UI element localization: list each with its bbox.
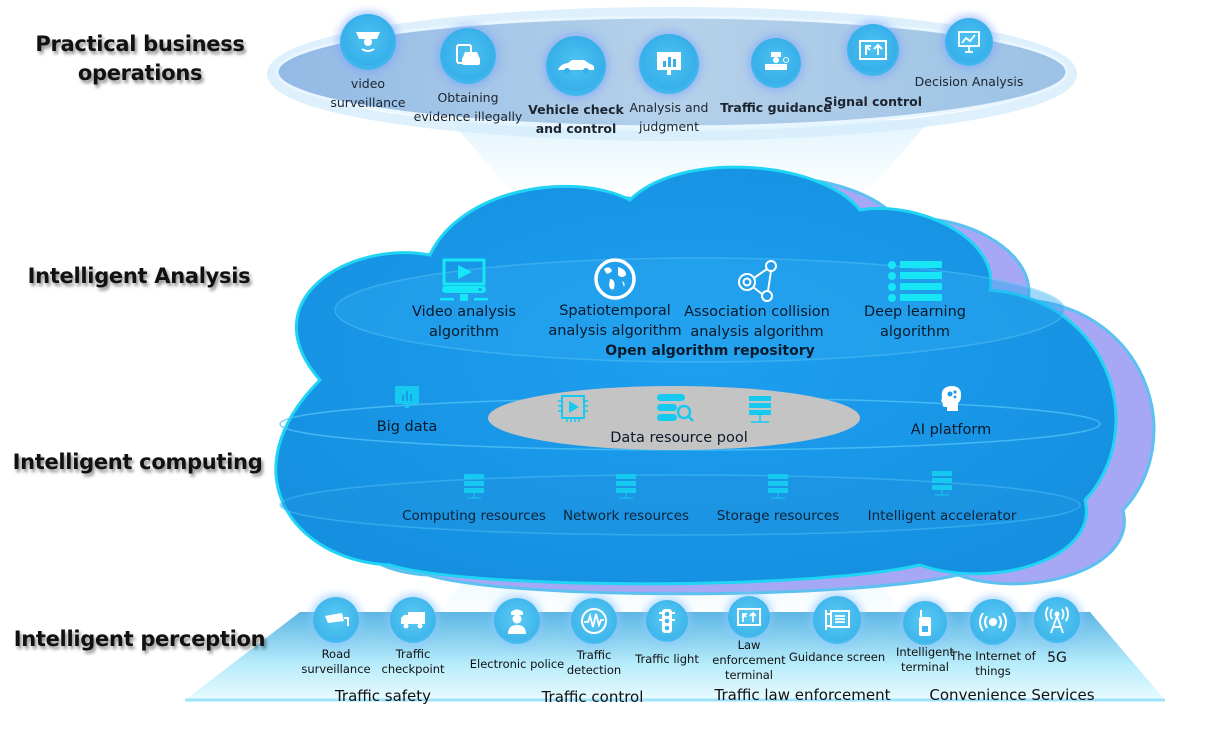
perception-item-5g[interactable]: 5G [1012,597,1102,666]
algorithm-label: Video analysis algorithm [412,304,516,340]
layer-title-business: Practical business operations [35,32,245,85]
business-label: Obtaining evidence illegally [413,90,523,124]
big-data-label: Big data [376,419,438,435]
layer-title-computing: Intelligent computing [12,450,263,474]
business-label: video surveillance [330,76,406,110]
ai-platform-label: AI platform [910,422,992,438]
perception-item-road-surveillance[interactable]: Road surveillance [291,597,381,677]
business-item-obtaining-evidence[interactable]: Obtaining evidence illegally [413,28,523,126]
business-item-signal-control[interactable]: Signal control [814,24,932,111]
perception-item-electronic-police[interactable]: Electronic police [462,598,572,672]
perception-item-law-enforcement-terminal[interactable]: Law enforcement terminal [704,596,794,683]
cctv-camera-icon [313,597,359,643]
waveform-icon [571,598,617,644]
police-officer-icon [494,598,540,644]
category-traffic-control: Traffic control [541,688,644,706]
resource-label: Network resources [562,508,690,524]
business-item-analysis-judgment[interactable]: Analysis and judgment [614,34,724,136]
algorithm-video-analysis[interactable]: Video analysis algorithm [402,258,526,342]
perception-label: Traffic detection [566,648,622,677]
perception-label: Traffic light [635,652,699,666]
resource-label: Computing resources [402,508,546,524]
database-search-icon [656,393,694,427]
bar-chart-monitor-icon [639,34,699,94]
perception-label: 5G [1047,650,1067,666]
video-monitor-icon [440,258,488,301]
server-icon [616,474,636,499]
resource-intelligent-accelerator[interactable]: Intelligent accelerator [864,470,1020,524]
algorithm-association-collision[interactable]: Association collision analysis algorithm [682,258,832,342]
resource-storage[interactable]: Storage resources [710,473,846,524]
business-item-vehicle-check[interactable]: Vehicle check and control [521,36,631,138]
video-chip-icon [556,393,590,427]
category-traffic-law-enforcement: Traffic law enforcement [714,686,891,704]
perception-label: Law enforcement terminal [712,638,786,682]
open-algorithm-repository-label: Open algorithm repository [605,343,815,359]
resource-network[interactable]: Network resources [556,473,696,524]
resource-label: Intelligent accelerator [867,508,1017,524]
perception-item-intelligent-terminal[interactable]: Intelligent terminal [880,601,970,675]
network-nodes-icon [738,260,777,302]
algorithm-spatiotemporal[interactable]: Spatiotemporal analysis algorithm [545,257,685,341]
layer-title-analysis: Intelligent Analysis [27,264,251,288]
truck-icon [390,597,436,643]
business-item-traffic-guidance[interactable]: Traffic guidance [718,38,834,117]
perception-label: Intelligent terminal [895,645,955,674]
perception-item-traffic-detection[interactable]: Traffic detection [549,598,639,678]
perception-item-traffic-light[interactable]: Traffic light [622,600,712,667]
algorithm-label: Association collision analysis algorithm [684,304,830,340]
business-item-decision-analysis[interactable]: Decision Analysis [908,18,1030,91]
guidance-screen-icon [813,596,861,644]
algorithm-label: Spatiotemporal analysis algorithm [548,303,682,339]
perception-label: Traffic checkpoint [381,647,445,676]
ai-platform[interactable]: AI platform [896,384,1006,440]
business-item-video-surveillance[interactable]: video surveillance [313,14,423,112]
server-icon [932,471,952,496]
globe-icon [594,258,636,300]
category-traffic-safety: Traffic safety [334,687,432,705]
traffic-light-icon [646,600,688,642]
server-icon [768,474,788,499]
algorithm-label: Deep learning algorithm [864,304,966,340]
category-convenience-services: Convenience Services [929,686,1095,704]
algorithm-deep-learning[interactable]: Deep learning algorithm [856,260,974,342]
resource-computing[interactable]: Computing resources [398,473,550,524]
presentation-chart-icon [945,18,993,66]
clipboard-car-icon [440,28,496,84]
data-resource-pool-label: Data resource pool [610,430,748,446]
traffic-officer-icon [751,38,801,88]
server-icon [464,474,484,499]
broadcast-icon [970,599,1016,645]
server-network-icon [748,395,772,429]
antenna-tower-icon [1034,597,1080,643]
brain-head-icon [941,386,962,411]
list-icon [888,261,942,302]
turn-arrows-sign-icon [847,24,899,76]
business-label: Signal control [823,94,923,109]
resource-label: Storage resources [716,508,840,524]
perception-label: Road surveillance [301,647,371,676]
cloud-main [274,165,1118,586]
perception-label: Guidance screen [788,650,886,664]
business-label: Traffic guidance [720,100,832,115]
walkie-talkie-icon [903,601,947,645]
big-data[interactable]: Big data [364,385,450,437]
perception-label: Electronic police [469,657,565,671]
layer-title-perception: Intelligent perception [13,627,266,651]
business-label: Analysis and judgment [629,100,709,134]
business-label: Decision Analysis [914,74,1024,89]
perception-item-guidance-screen[interactable]: Guidance screen [782,596,892,665]
bar-chart-icon [395,386,419,408]
turn-arrows-sign-icon [728,596,770,638]
perception-item-internet-of-things[interactable]: The Internet of things [948,599,1038,679]
business-label: Vehicle check and control [528,102,624,136]
perception-label: The Internet of things [950,649,1036,678]
perception-item-traffic-checkpoint[interactable]: Traffic checkpoint [368,597,458,677]
police-car-icon [546,36,606,96]
surveillance-camera-icon [340,14,396,70]
